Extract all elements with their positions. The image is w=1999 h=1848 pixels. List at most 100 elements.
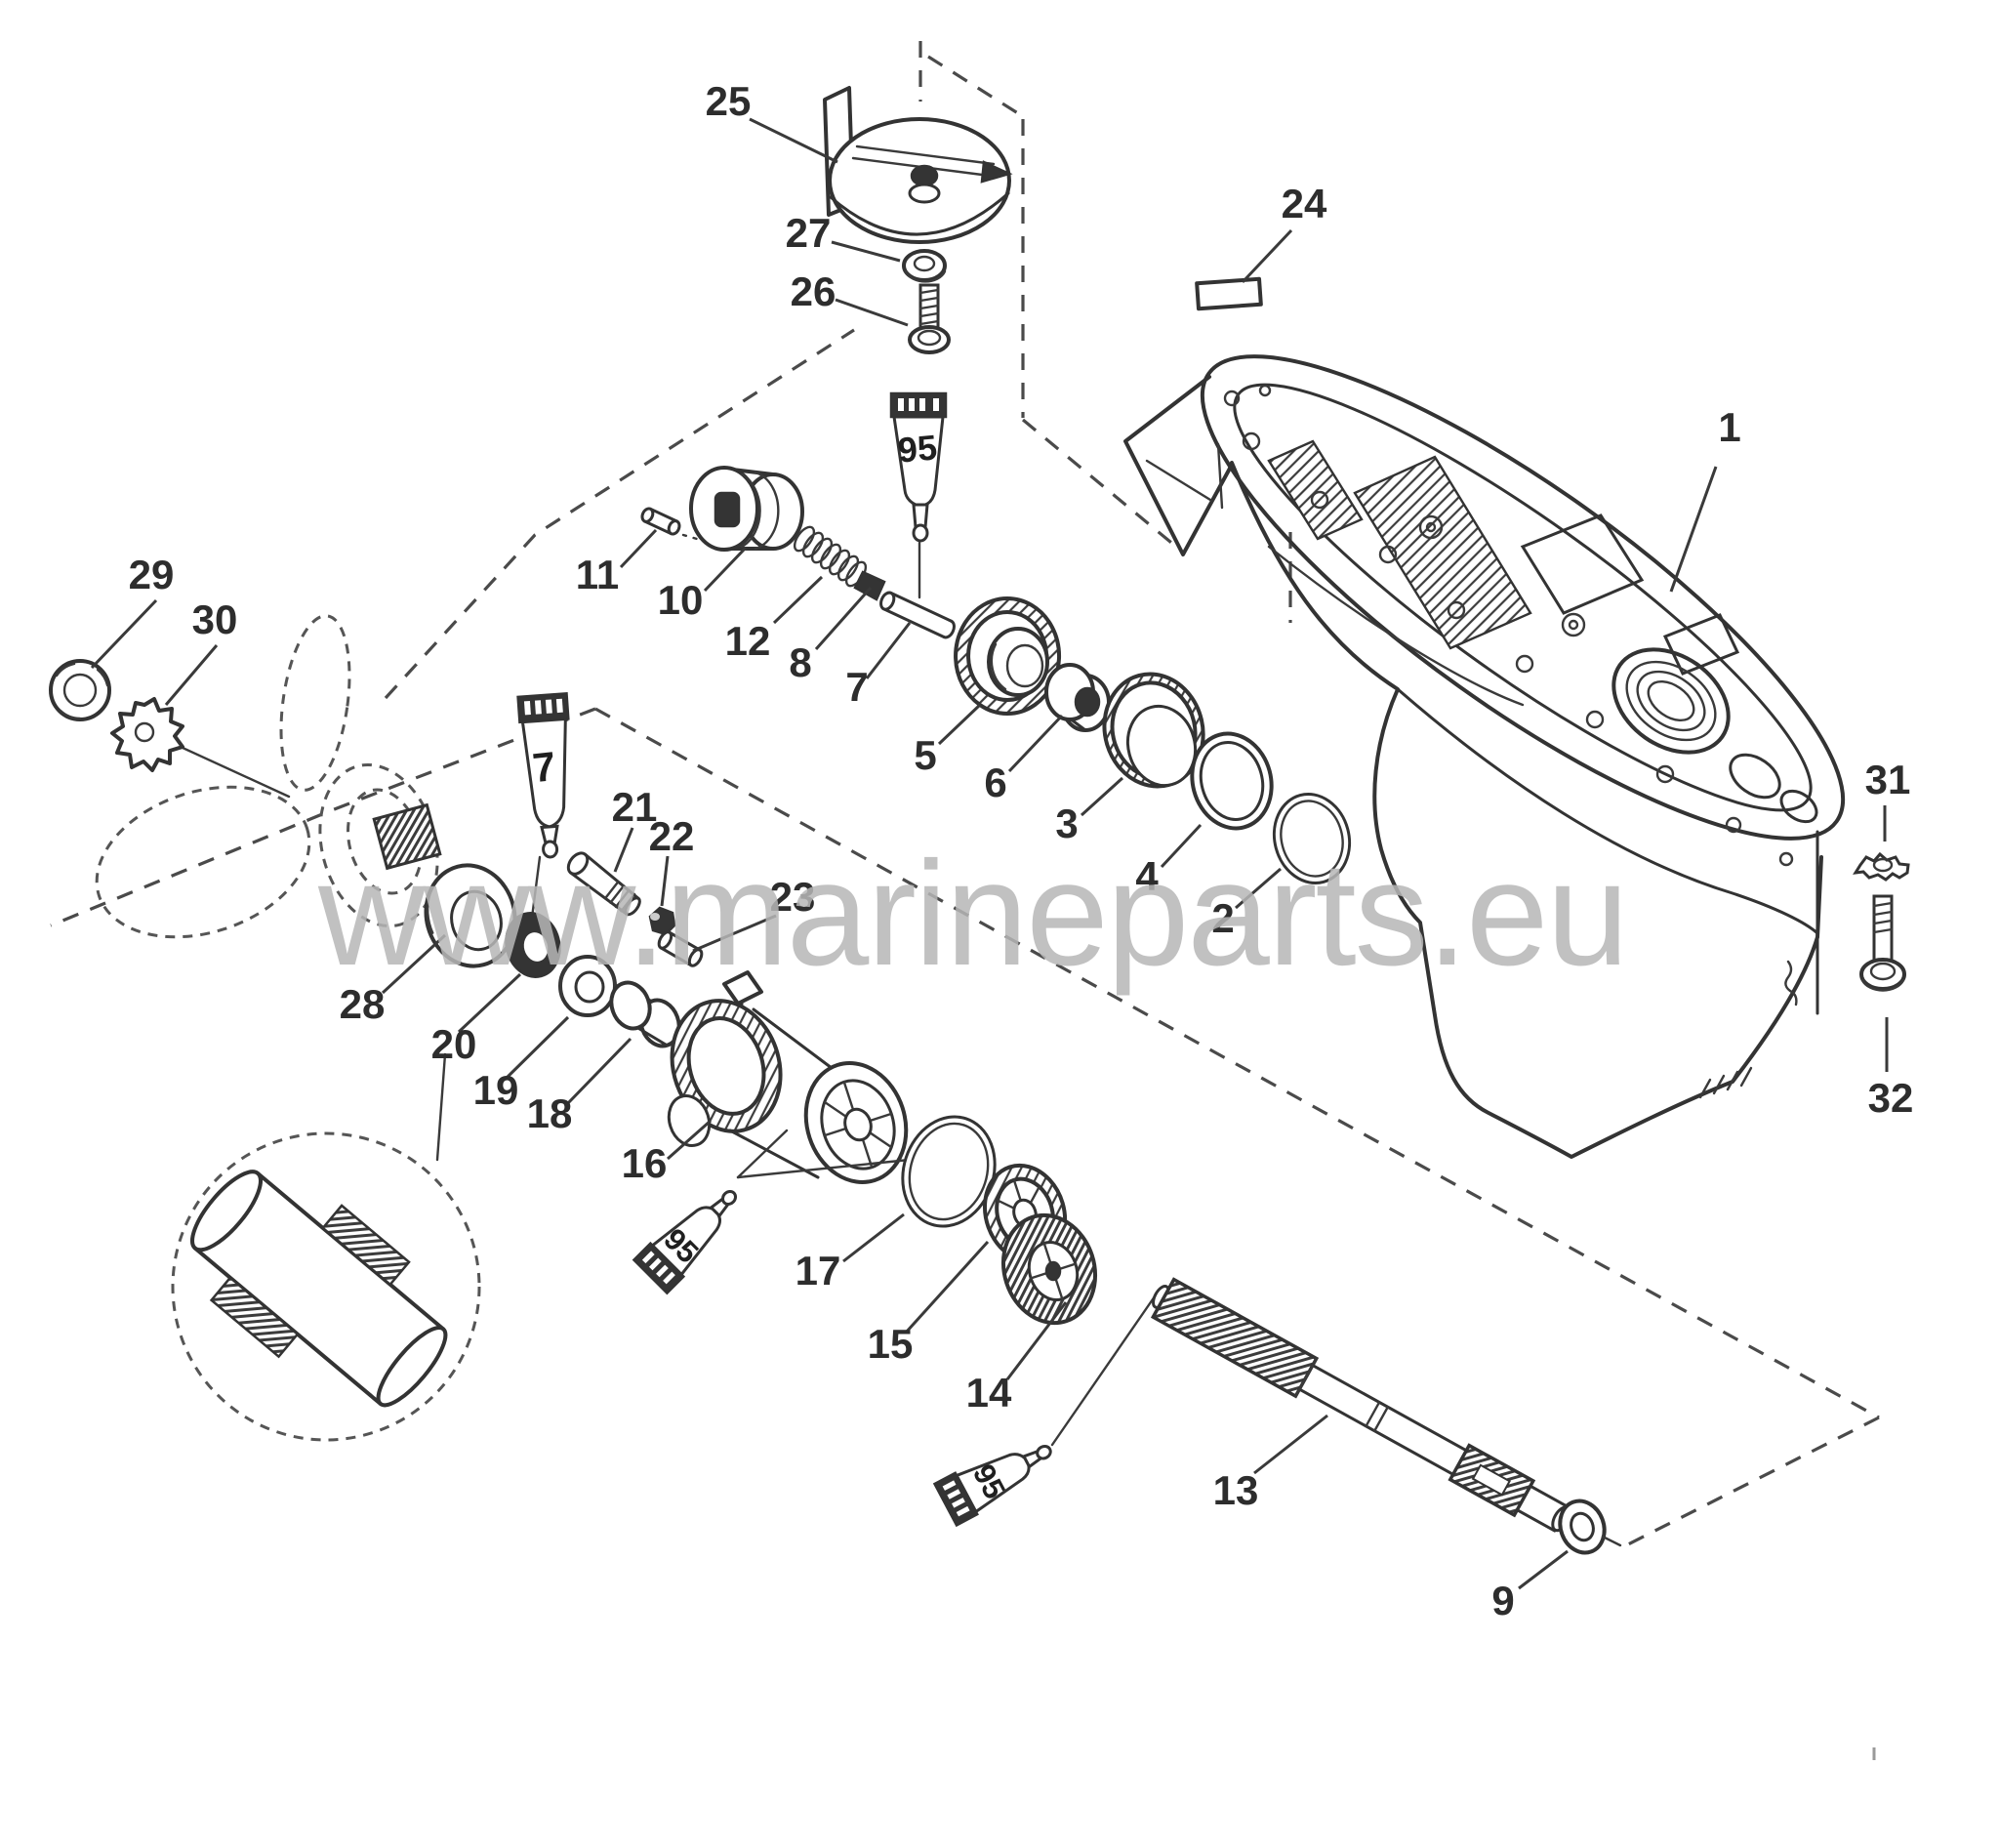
part-label-11: 11 [576, 552, 619, 597]
leader-line-5 [937, 703, 982, 746]
part-label-15: 15 [868, 1321, 914, 1367]
bearing-cup-3 [1102, 672, 1205, 789]
reverse-gear-14 [1000, 1212, 1098, 1326]
shim-plate-24 [1195, 276, 1263, 311]
anode-bolt-26 [908, 283, 951, 354]
leader-line-13 [1253, 1414, 1328, 1475]
leader-line-15 [904, 1240, 990, 1335]
part-label-27: 27 [786, 210, 832, 256]
part-label-14: 14 [966, 1370, 1012, 1416]
part-label-32: 32 [1868, 1075, 1914, 1121]
alignment-guides [50, 41, 1880, 1549]
gear-housing [1123, 354, 1846, 1159]
leader-line-12 [772, 575, 824, 625]
lube-tube-95-mid [632, 1189, 738, 1295]
leader-line-19 [504, 1015, 570, 1081]
part-label-8: 8 [789, 639, 811, 685]
tab-washer-30 [110, 697, 184, 772]
callout-labels: 1234567891011121314151617181920212223242… [90, 78, 1914, 1623]
leader-line-9 [1518, 1549, 1569, 1590]
leader-line-11 [619, 528, 658, 569]
leader-line-2 [1235, 867, 1282, 910]
part-label-9: 9 [1491, 1578, 1514, 1623]
part-label-3: 3 [1055, 801, 1078, 846]
leader-line-25 [749, 117, 838, 164]
leader-line-17 [842, 1212, 905, 1263]
leader-line-1 [1669, 466, 1718, 593]
leader-line-22 [660, 855, 670, 907]
part-label-16: 16 [622, 1140, 668, 1186]
leader-line-20 [457, 972, 522, 1034]
leader-line-14 [1005, 1301, 1068, 1380]
lube-tube-95-bottom [932, 1444, 1052, 1528]
leader-line-6 [1007, 714, 1064, 773]
lube-tube-7 [516, 692, 570, 859]
leader-line-18 [566, 1037, 632, 1105]
detail-circle [171, 1052, 481, 1442]
retaining-ring-9 [1558, 1499, 1622, 1555]
leader-line-21 [613, 827, 634, 873]
leader-line-10 [703, 546, 748, 593]
leader-line-23 [692, 914, 777, 953]
part-label-25: 25 [706, 78, 752, 124]
part-label-4: 4 [1135, 853, 1159, 899]
part-label-23: 23 [770, 874, 816, 920]
spring-12 [793, 525, 868, 588]
part-label-5: 5 [914, 732, 936, 778]
part-label-1: 1 [1718, 404, 1740, 450]
shim-ring-4 [1190, 731, 1274, 831]
propeller-ghost [95, 614, 442, 939]
prop-shaft-13 [1150, 1277, 1571, 1533]
forward-gear-5 [954, 596, 1061, 716]
lube-tube-95-top [889, 391, 948, 599]
star-washer-31 [1853, 851, 1910, 882]
cam-follower-8 [853, 570, 886, 601]
o-ring-2 [1272, 792, 1352, 885]
thrust-washer-28 [424, 863, 517, 968]
part-label-18: 18 [527, 1090, 573, 1136]
part-label-12: 12 [725, 618, 771, 664]
part-label-29: 29 [129, 552, 175, 597]
dowel-pin-23 [657, 930, 704, 967]
stud-21 [566, 851, 641, 917]
leader-line-29 [90, 598, 158, 670]
leader-line-28 [381, 933, 447, 995]
oil-seal-20 [505, 912, 561, 978]
leader-line-24 [1241, 228, 1293, 284]
part-label-10: 10 [658, 577, 704, 623]
part-label-31: 31 [1865, 757, 1911, 802]
leader-line-26 [835, 298, 909, 327]
watermark-text: www.marineparts.eu [317, 831, 1627, 997]
bolt-32 [1859, 894, 1906, 992]
leader-line-4 [1160, 823, 1203, 869]
leader-line-30 [164, 644, 219, 706]
washer-19 [558, 955, 617, 1017]
leader-line-7 [865, 622, 912, 679]
roller-bearing-6 [1044, 663, 1111, 732]
part-label-22: 22 [649, 813, 695, 859]
o-ring-17 [901, 1115, 997, 1228]
trim-tab-anode [823, 86, 1013, 244]
part-label-2: 2 [1211, 895, 1234, 941]
part-label-6: 6 [984, 760, 1006, 805]
shift-cam-10 [689, 466, 804, 552]
part-label-21: 21 [612, 784, 658, 830]
part-label-30: 30 [192, 596, 238, 642]
anode-washer-27 [902, 249, 947, 283]
part-label-19: 19 [473, 1067, 519, 1113]
leader-line-16 [667, 1119, 712, 1161]
pin-11 [640, 507, 681, 536]
prop-hub-splines [372, 802, 442, 871]
leader-line-8 [814, 587, 873, 650]
cross-pin-7 [879, 591, 956, 639]
tube-label-0: 95 [896, 427, 938, 470]
part-label-17: 17 [796, 1248, 841, 1294]
part-label-24: 24 [1282, 181, 1327, 226]
part-label-26: 26 [791, 268, 836, 314]
part-label-28: 28 [340, 981, 386, 1027]
part-label-13: 13 [1213, 1467, 1259, 1513]
part-label-7: 7 [845, 664, 868, 710]
prop-nut-29 [49, 659, 111, 721]
